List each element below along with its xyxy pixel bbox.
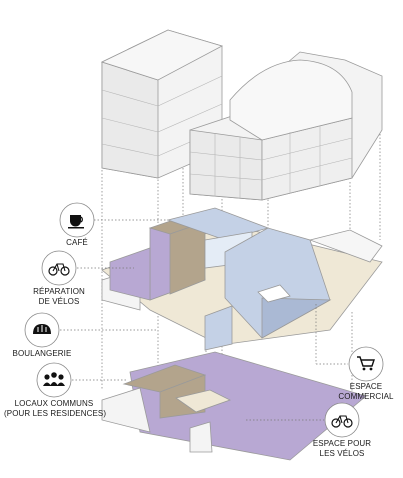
bike-repair-label-2: DE VÉLOS	[38, 297, 80, 306]
bike-repair-icon	[41, 250, 77, 286]
cafe-label: CAFÉ	[66, 238, 88, 247]
ground-floor-level	[101, 207, 383, 351]
common-spaces-label-1: LOCAUX COMMUNS	[14, 399, 94, 408]
bakery-icon	[24, 312, 60, 348]
commercial-icon	[348, 346, 384, 382]
commercial-label-2: COMMERCIAL	[338, 392, 394, 401]
bakery-label: BOULANGERIE	[12, 349, 72, 358]
cafe-icon	[59, 202, 95, 238]
leader-lines	[60, 219, 348, 421]
common-spaces-label-2: (POUR LES RESIDENCES)	[4, 409, 107, 418]
bike-space-icon	[324, 402, 360, 438]
bike-space-label-1: ESPACE POUR	[312, 439, 372, 448]
commercial-label-1: ESPACE	[349, 382, 383, 391]
basement-level	[101, 351, 367, 461]
common-spaces-icon	[36, 362, 72, 398]
bike-repair-label-1: RÉPARATION	[33, 287, 85, 296]
existing-buildings	[100, 29, 383, 201]
bike-space-label-2: LES VÉLOS	[319, 449, 365, 458]
